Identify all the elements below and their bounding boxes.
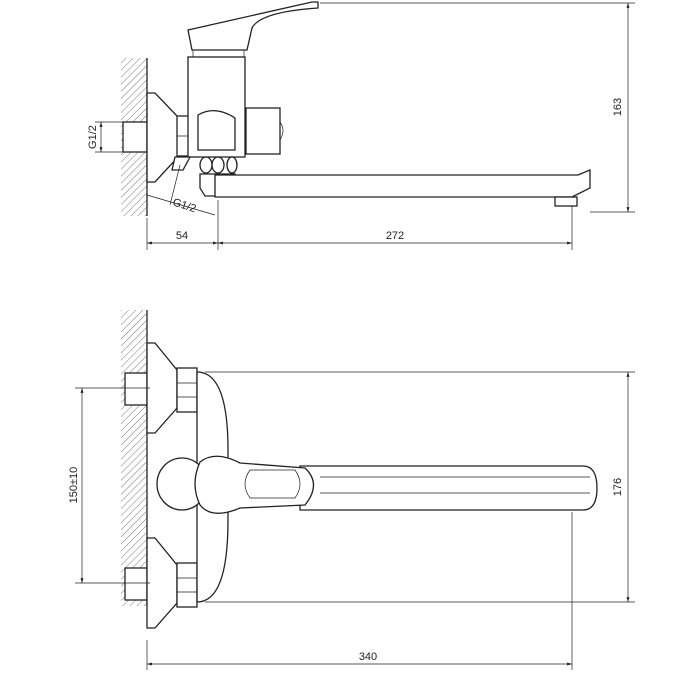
cartridge: [197, 110, 236, 151]
spout: [299, 465, 598, 511]
inlet-thread-label: G1/2: [87, 125, 99, 149]
lever-handle: [194, 455, 315, 514]
width-dimension-label: 176: [612, 478, 624, 496]
wall-hatch: [121, 310, 147, 606]
rosette-top: [146, 342, 178, 434]
inlet-spacing-dimension-label: 150±10: [68, 467, 80, 504]
outlet-thread-label: G1/2: [171, 196, 197, 215]
spout: [214, 169, 591, 198]
rosette-bottom: [146, 537, 178, 629]
height-dimension-label: 163: [612, 98, 624, 116]
inlet-nipple-bottom: [124, 567, 148, 601]
lever-handle: [187, 1, 319, 51]
diverter-box: [245, 107, 281, 155]
inlet-nipple-top: [124, 372, 148, 406]
aerator: [554, 196, 578, 207]
inlet-nipple: [122, 121, 148, 153]
spout-reach-dimension-label: 272: [386, 230, 404, 242]
nut-top: [176, 367, 198, 413]
wall-offset-dimension-label: 54: [176, 230, 188, 242]
nut-bottom: [176, 562, 198, 608]
side-view: 163 54 272 G1/2 G1/2: [87, 1, 635, 250]
top-view: 176 150±10 340: [68, 310, 635, 670]
total-length-dimension-label: 340: [359, 651, 377, 663]
